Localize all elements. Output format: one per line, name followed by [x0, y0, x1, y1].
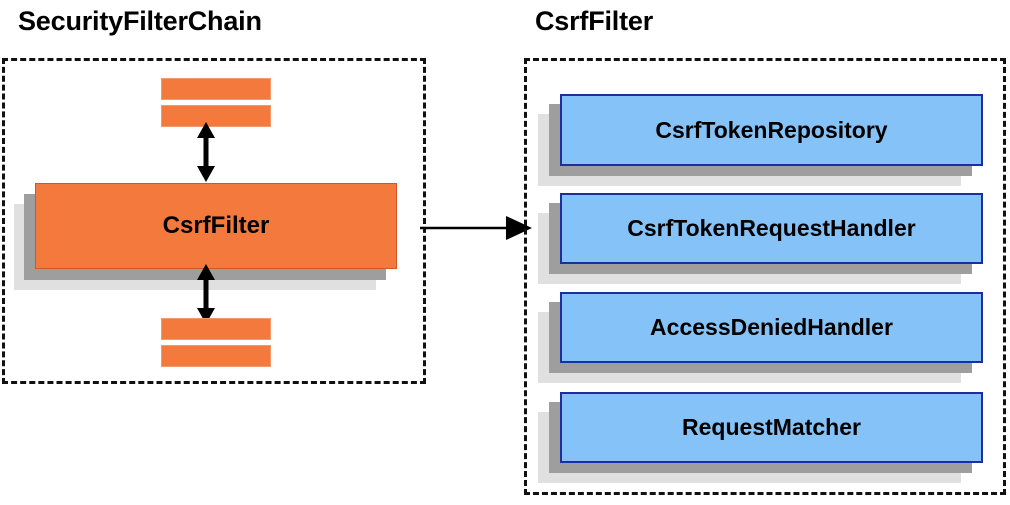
- arrow-icon-csrffilter-to-collaborators: [420, 216, 532, 240]
- filter-bar-below-1: [161, 318, 271, 340]
- double-arrow-icon-above-csrffilter: [197, 122, 215, 182]
- box-requestmatcher[interactable]: RequestMatcher: [538, 392, 983, 483]
- panel-title-csrf-filter: CsrfFilter: [535, 6, 654, 36]
- filter-bar-below-2: [161, 345, 271, 367]
- box-face: CsrfTokenRequestHandler: [560, 193, 983, 264]
- box-csrftokenrequesthandler[interactable]: CsrfTokenRequestHandler: [538, 193, 983, 284]
- box-face: CsrfFilter: [35, 183, 397, 269]
- box-label-csrffilter: CsrfFilter: [162, 212, 270, 239]
- box-csrftokenrepository[interactable]: CsrfTokenRepository: [538, 94, 983, 186]
- panel-title-security-filter-chain: SecurityFilterChain: [18, 6, 262, 36]
- box-face: CsrfTokenRepository: [560, 94, 983, 166]
- box-face: AccessDeniedHandler: [560, 292, 983, 363]
- box-accessdeniedhandler[interactable]: AccessDeniedHandler: [538, 292, 983, 383]
- box-label-requestmatcher: RequestMatcher: [682, 414, 861, 440]
- box-face: RequestMatcher: [560, 392, 983, 463]
- double-arrow-icon-below-csrffilter: [197, 264, 215, 324]
- box-label-csrftokenrepository: CsrfTokenRepository: [655, 116, 888, 143]
- box-label-accessdeniedhandler: AccessDeniedHandler: [650, 314, 893, 340]
- box-csrffilter[interactable]: CsrfFilter: [14, 183, 397, 290]
- filter-bar-above-2: [161, 105, 271, 127]
- panel-csrf-filter-collaborators: [524, 58, 1006, 495]
- filter-bar-above-1: [161, 78, 271, 100]
- panel-security-filter-chain: [2, 58, 426, 384]
- box-label-csrftokenrequesthandler: CsrfTokenRequestHandler: [627, 215, 916, 241]
